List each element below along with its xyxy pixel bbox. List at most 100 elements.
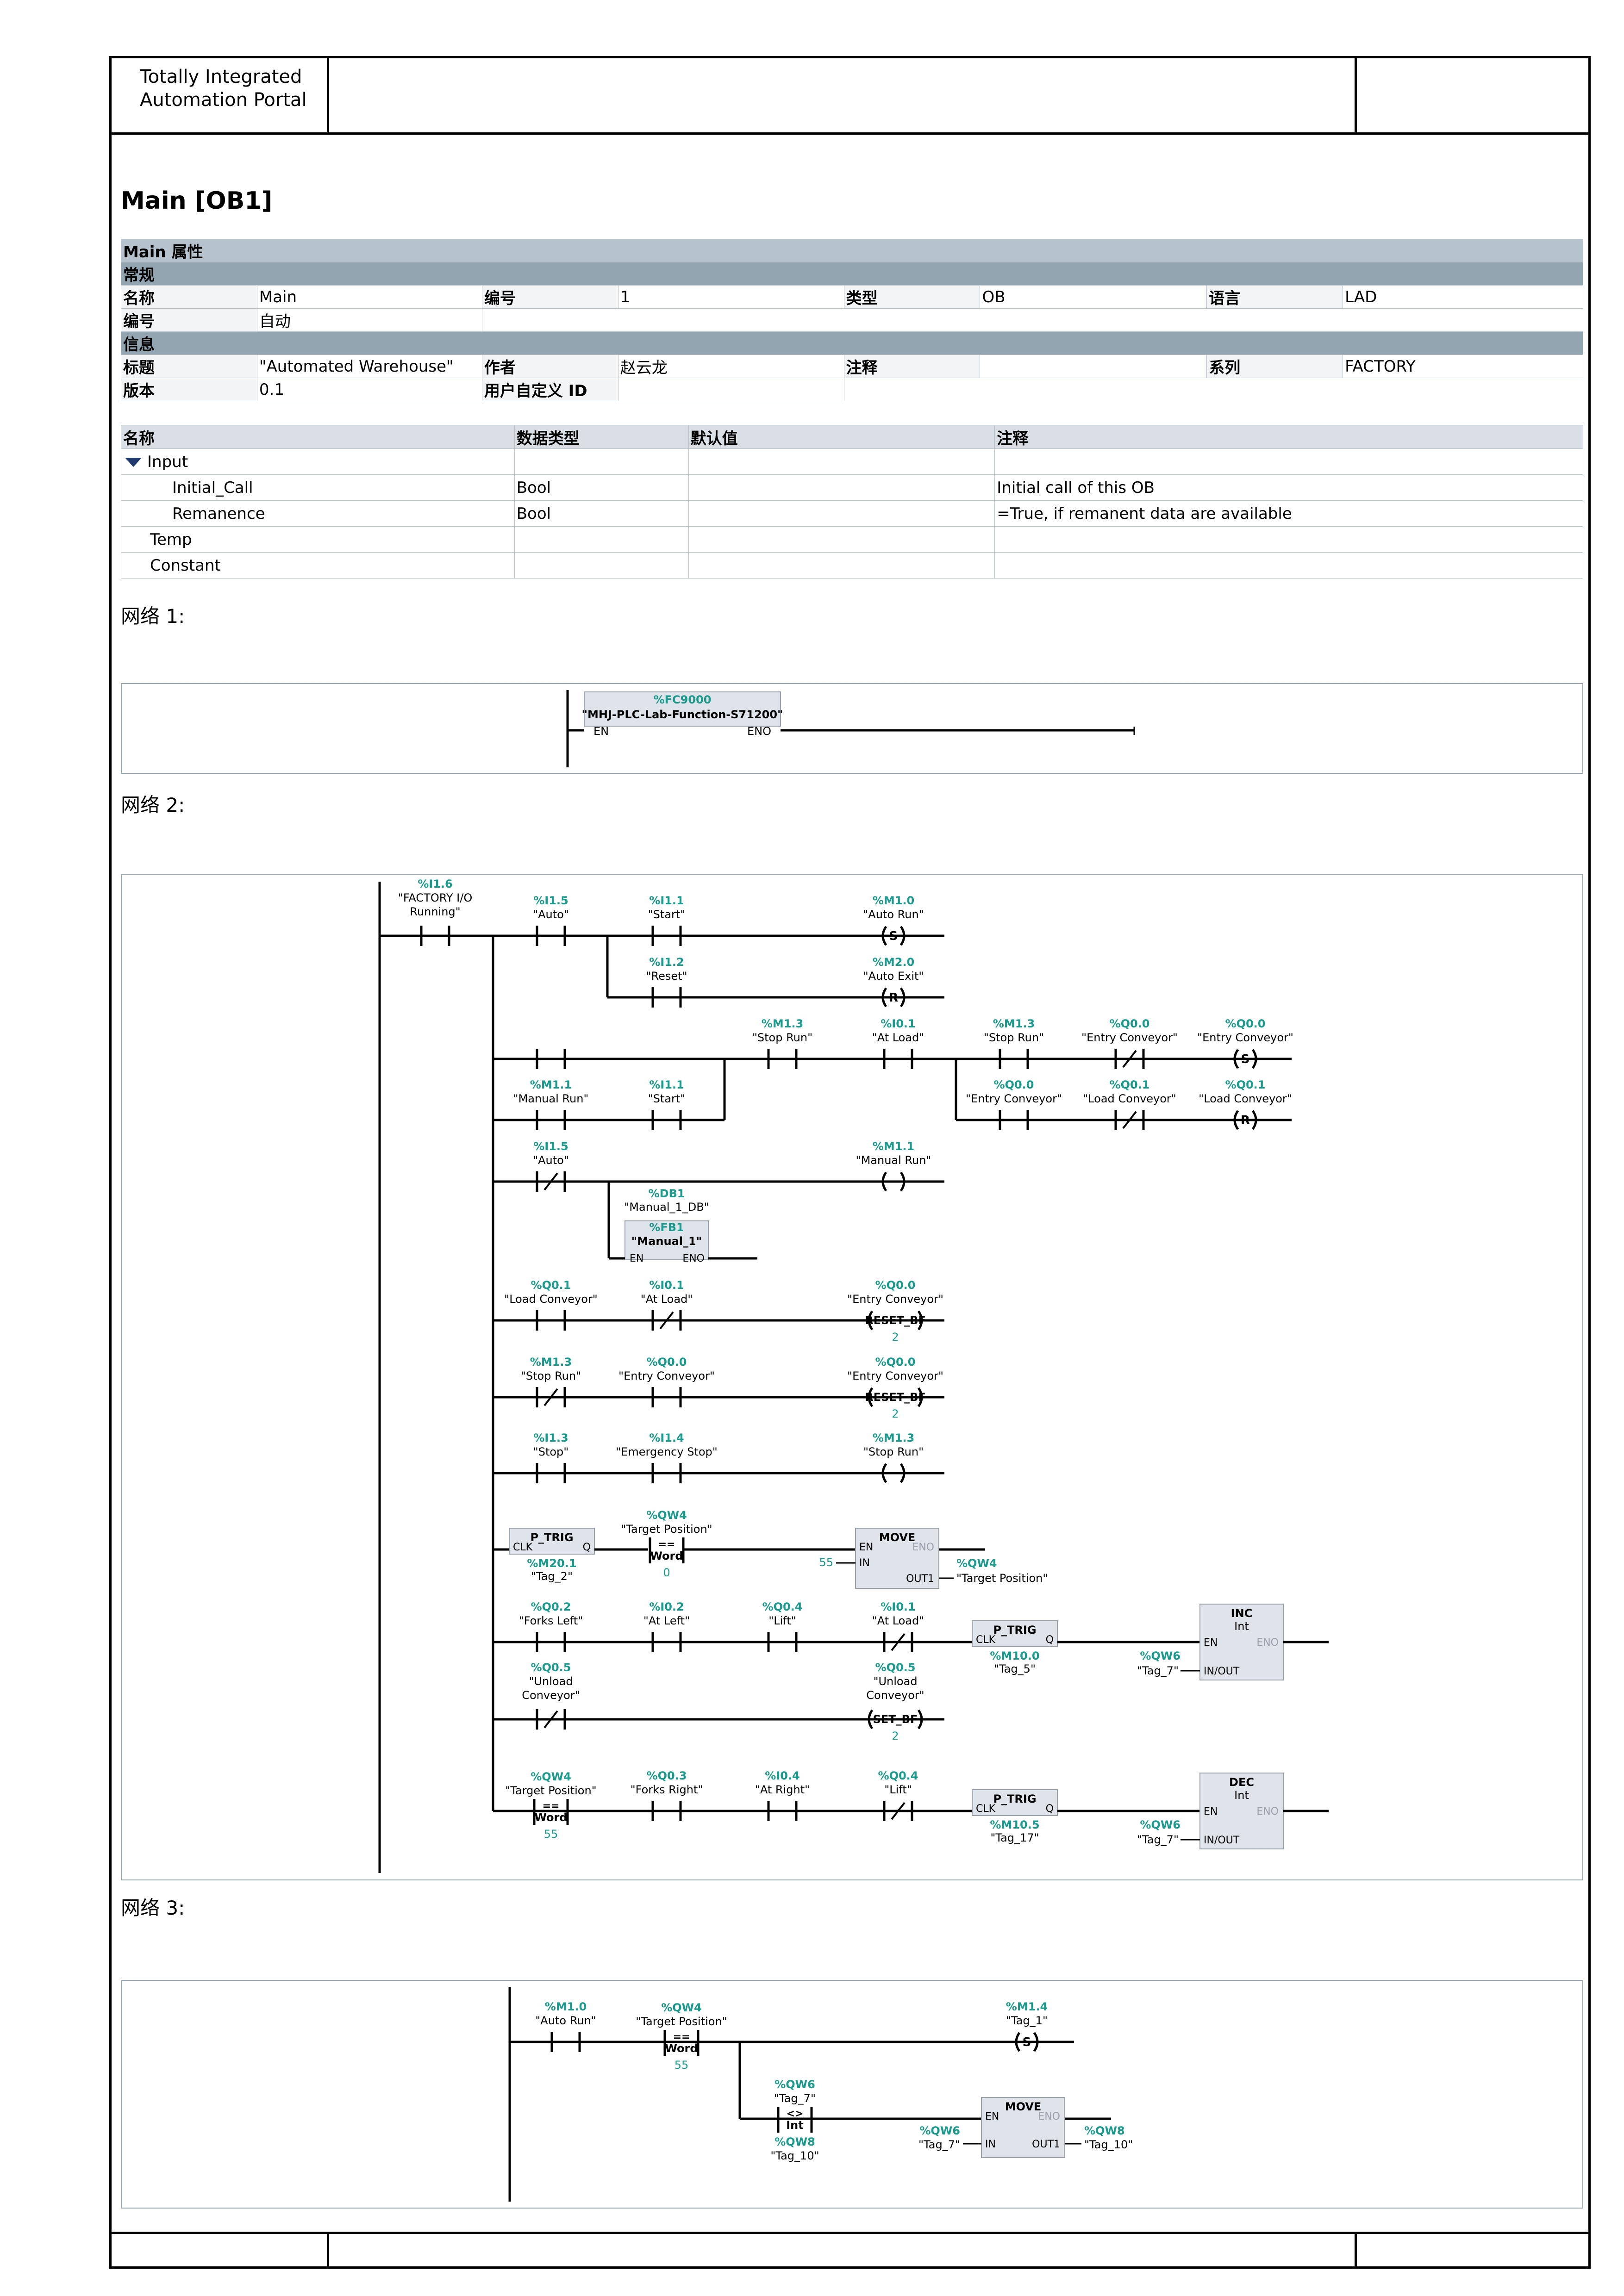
header-col-divider [1355,56,1357,135]
operand-name: "Emergency Stop" [616,1445,718,1458]
prop-value [980,355,1207,378]
operand-name: "Tag_7" [918,2138,960,2151]
collapse-triangle-icon[interactable] [125,458,142,467]
footer-col-divider [327,2232,329,2269]
coil-parameter: 2 [892,1331,899,1344]
section-info: 信息 [121,331,1583,355]
ladder-wire [543,1172,558,1191]
coil-left-arc [1015,2032,1021,2052]
ladder-wire [891,1802,906,1820]
ptrig-block [972,1789,1058,1816]
out1-pin: OUT1 [1032,2139,1060,2150]
en-pin: EN [859,1542,873,1553]
operand-address: %I1.6 [418,877,453,890]
inc-block [1199,1604,1284,1680]
clk-pin: CLK [976,1803,996,1815]
inout-pin: IN/OUT [1204,1835,1240,1846]
operand-name: "Tag_1" [1006,2014,1048,2027]
block-name: "MHJ-PLC-Lab-Function-S71200" [581,708,783,721]
operand-address: %I1.5 [533,894,568,907]
operand-name: "Unload [529,1675,573,1688]
row-name: Remanence [121,500,515,527]
eno-pin: ENO [1256,1637,1279,1649]
coil-right-arc [899,987,906,1008]
header-divider [109,132,1591,135]
operand-name: "Entry Conveyor" [847,1293,943,1306]
table-row: Input [121,448,1583,475]
prop-label: 名称 [121,285,257,309]
operand-name: "Tag_10" [1084,2138,1133,2151]
operand-name: "Unload [873,1675,917,1688]
dec-block [1199,1773,1284,1849]
compare-type: Int [786,2119,804,2132]
operand-name: "Target Position" [505,1784,596,1797]
prop-label: 编号 [481,285,618,309]
box-title: P_TRIG [993,1624,1036,1636]
compare-operand: 55 [675,2059,689,2072]
operand-name: "Target Position" [636,2015,727,2028]
prop-value [618,378,844,401]
compare-operator: == [543,1800,560,1812]
en-pin: EN [630,1253,643,1264]
db-name: "Manual_1_DB" [624,1201,709,1213]
box-title: MOVE [879,1531,916,1544]
coil-left-arc [881,987,887,1008]
prop-value: 0.1 [256,378,482,401]
operand-address: %Q0.0 [1225,1017,1266,1030]
operand-address: %I0.1 [649,1279,684,1292]
operand-address: %Q0.4 [878,1769,918,1782]
operand-name: "Reset" [646,970,687,983]
table-row: Constant [121,552,1583,579]
compare-operator: == [673,2031,690,2043]
row-type [514,448,689,475]
box-type: Int [1234,1789,1249,1802]
prop-label: 注释 [843,355,981,378]
operand-address: %Q0.5 [531,1661,571,1674]
operand-address: %I0.1 [881,1017,916,1030]
operand-address: %QW6 [919,2124,960,2137]
operand-name: "Entry Conveyor" [1081,1031,1178,1044]
operand-address: %Q0.0 [994,1078,1034,1091]
operand-name: "Lift" [768,1614,796,1627]
operand-name: "At Load" [641,1293,693,1306]
in-pin: IN [985,2139,996,2150]
operand-name: "Auto" [533,908,569,921]
network-3-frame [121,1980,1583,2209]
en-pin: EN [1204,1637,1218,1649]
operand-address: %M1.0 [873,894,914,907]
box-type: Int [1234,1620,1249,1633]
operand-name: "Entry Conveyor" [966,1092,1062,1105]
operand-address: %M1.3 [530,1356,572,1369]
eno-pin: ENO [747,725,771,738]
inout-pin: IN/OUT [1204,1666,1240,1677]
operand-name: "Stop Run" [752,1031,812,1044]
operand-name: "Forks Right" [631,1783,703,1796]
clk-pin: CLK [976,1634,996,1646]
coil-left-arc [868,1387,874,1407]
operand-name: "Auto Exit" [863,970,924,983]
row-type: Bool [514,474,689,501]
operand-name: "Lift" [884,1783,912,1796]
operand-address: %M1.3 [993,1017,1035,1030]
operand-address: %I1.3 [533,1431,568,1444]
operand-address: %I1.4 [649,1431,684,1444]
operand-address: %Q0.1 [1110,1078,1150,1091]
ladder-wire [543,1710,558,1729]
operand-address: %M1.0 [545,2000,587,2013]
operand-name: "Stop" [533,1445,569,1458]
operand-address: %M10.5 [990,1818,1039,1831]
coil-letter: RESET_BF [865,1391,926,1404]
app-title-line1: Totally Integrated [140,66,302,87]
operand-address: %QW4 [661,2001,702,2014]
coil-letter: S [1023,2035,1031,2049]
footer-col-divider [1355,2232,1357,2269]
operand-address: %Q0.1 [531,1279,571,1292]
operand-name: "At Left" [643,1614,690,1627]
network-1-label: 网络 1: [121,605,185,628]
prop-value: FACTORY [1343,355,1583,378]
prop-label: 语言 [1206,285,1343,309]
coil-right-arc [1033,2032,1039,2052]
row-name: Input [147,452,188,471]
operand-address: %Q0.3 [647,1769,687,1782]
